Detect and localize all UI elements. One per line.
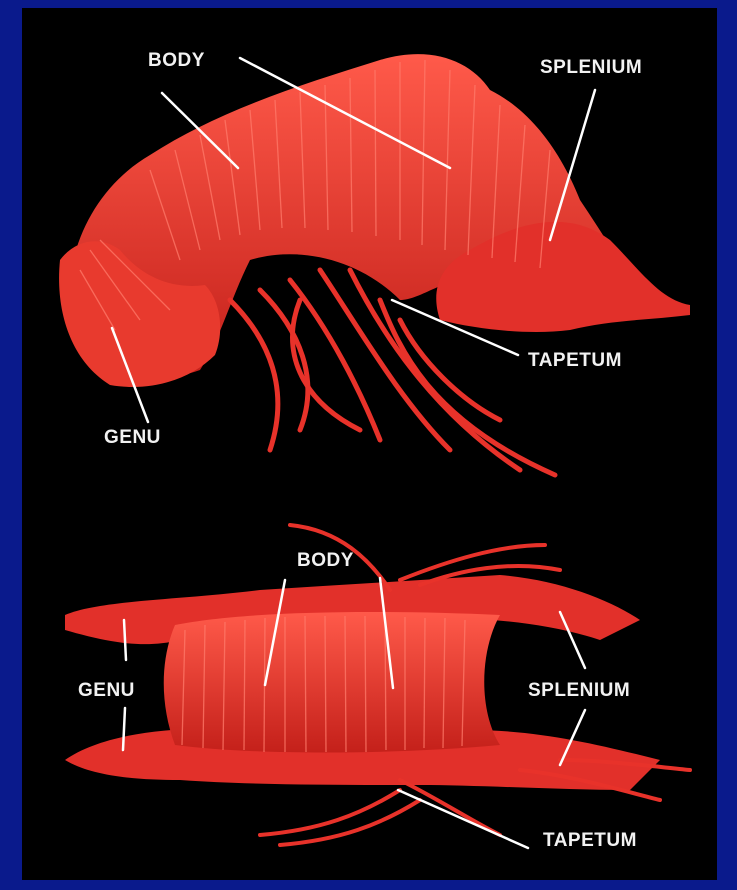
label-bottom-splenium: SPLENIUM xyxy=(528,680,630,702)
label-top-splenium: SPLENIUM xyxy=(540,57,642,79)
label-bottom-body: BODY xyxy=(297,550,354,572)
leader-bottom-tapetum xyxy=(398,790,528,848)
label-bottom-tapetum: TAPETUM xyxy=(543,830,637,852)
bottom-central-body xyxy=(164,612,500,752)
label-bottom-genu: GENU xyxy=(78,680,135,702)
label-top-body: BODY xyxy=(148,50,205,72)
top-corpus-callosum xyxy=(59,54,690,475)
label-top-tapetum: TAPETUM xyxy=(528,350,622,372)
label-top-genu: GENU xyxy=(104,427,161,449)
